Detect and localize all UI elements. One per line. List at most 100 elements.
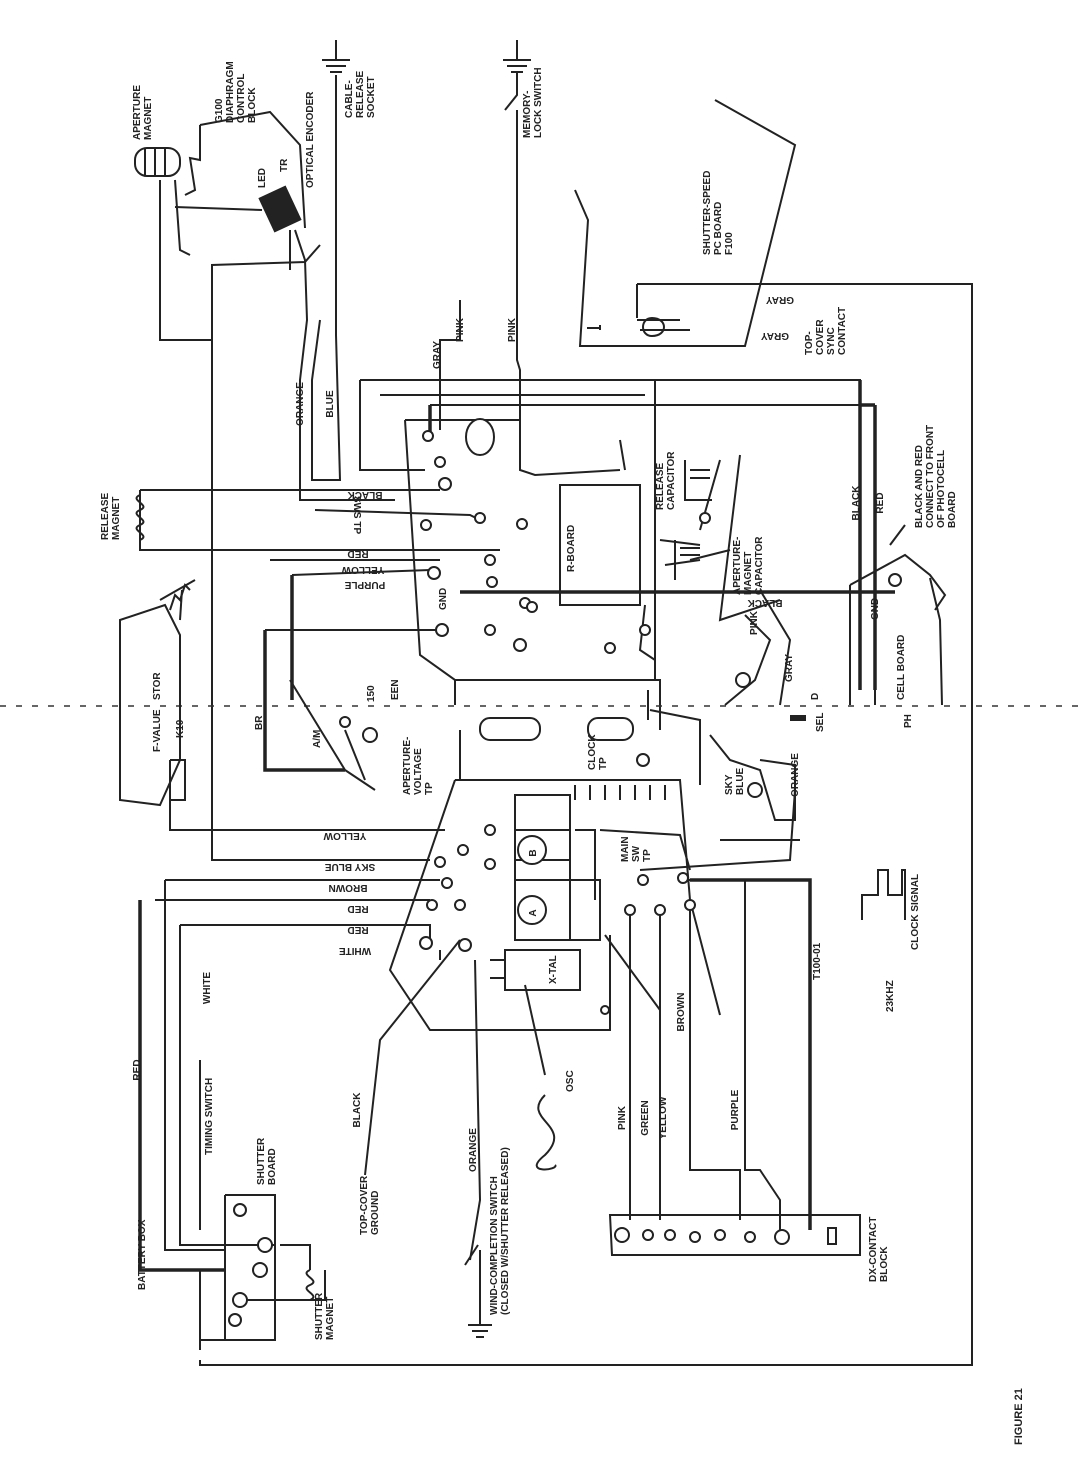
label-release-magnet: RELEASEMAGNET <box>100 492 122 540</box>
wire-label-red-left: RED <box>132 1059 143 1080</box>
optical-encoder-symbol <box>258 185 302 233</box>
pin-node <box>484 624 496 636</box>
pin-node <box>516 518 528 530</box>
label-timing-switch: TIMING SWITCH <box>204 1078 215 1155</box>
pin-node <box>457 844 469 856</box>
label-f-value: F-VALUE <box>152 709 163 752</box>
wire-label-red-right: RED <box>875 492 886 513</box>
label-pin-a: A <box>528 909 539 916</box>
pin-node <box>639 624 651 636</box>
pin-node <box>689 1231 701 1243</box>
pin-node <box>486 576 498 588</box>
pin-node <box>474 512 486 524</box>
pin-node <box>747 782 763 798</box>
label-led: LED <box>257 168 268 188</box>
label-clock-signal: CLOCK SIGNAL <box>910 874 921 950</box>
wire-label-black-right: BLACK <box>851 485 862 521</box>
label-gnd-1: GND <box>438 588 449 610</box>
label-cell-board: CELL BOARD <box>896 635 907 700</box>
wire-label-red-low-2: RED <box>347 924 368 935</box>
label-wind-completion: WIND-COMPLETION SWITCH(CLOSED W/SHUTTER … <box>489 1147 511 1315</box>
pin-node <box>257 1237 273 1253</box>
label-clock-tp: CLOCKTP <box>587 734 609 770</box>
pin-node <box>252 1262 268 1278</box>
label-tr: TR <box>279 158 290 172</box>
wire-label-orange-left: ORANGE <box>468 1128 479 1172</box>
label-pin-b: B <box>528 849 539 856</box>
component-labels: APERTUREMAGNET G100DIAPHRAGMCONTROLBLOCK… <box>100 61 958 1340</box>
figure-label: FIGURE 21 <box>1013 1388 1025 1445</box>
label-gnd-2: GND <box>870 598 881 620</box>
label-br: BR <box>254 715 265 730</box>
wire-color-labels: GRAY GRAY PINK PINK GRAY BLUE ORANGE BLA… <box>132 294 886 1172</box>
pin-node <box>600 1005 610 1015</box>
wire-label-yellow-bottom: YELLOW <box>658 1096 669 1139</box>
pin-node <box>744 1231 756 1243</box>
wire-label-black-board: BLACK <box>747 597 783 608</box>
components <box>134 147 902 1327</box>
mounting-slot <box>479 717 541 741</box>
pin-node <box>454 899 466 911</box>
wire-label-black-mid: BLACK <box>347 489 383 500</box>
aperture-magnet-symbol <box>134 147 181 177</box>
pin-node <box>339 716 351 728</box>
pin-node <box>888 573 902 587</box>
label-battery-box: BATTERY BOX <box>137 1219 148 1290</box>
pin-node <box>654 904 666 916</box>
wiring-lines <box>0 40 1080 1366</box>
wire-label-purple-bottom: PURPLE <box>730 1089 741 1130</box>
pin-node <box>526 601 538 613</box>
shutter-magnet-symbol <box>305 1269 315 1301</box>
pin-node <box>484 858 496 870</box>
wire-label-black-left: BLACK <box>352 1092 363 1128</box>
label-memory-lock: MEMORY-LOCK SWITCH <box>522 67 544 138</box>
label-stor: STOR <box>152 672 163 700</box>
label-xtal: X-TAL <box>548 955 559 984</box>
label-sws-tp: SWS TP <box>351 496 362 535</box>
label-een: EEN <box>390 679 401 700</box>
pin-node <box>484 554 496 566</box>
sel-terminal <box>790 715 806 721</box>
label-am: A/M <box>312 730 323 748</box>
pin-node <box>774 1229 790 1245</box>
pin-node <box>699 512 711 524</box>
wire-label-gray-board: GRAY <box>784 654 795 682</box>
wire-label-gray-mid: GRAY <box>432 341 443 369</box>
pin-node <box>484 824 496 836</box>
label-main-sw-tp: MAINSWTP <box>620 836 653 862</box>
label-aperture-magnet-capacitor: APERTURE-MAGNETCAPACITOR <box>732 536 765 595</box>
label-k10: K10 <box>175 719 186 738</box>
wire-label-pink-2: PINK <box>507 317 518 342</box>
label-t100: T100-01 <box>812 942 823 980</box>
pin-node <box>419 936 433 950</box>
pin-node <box>232 1292 248 1308</box>
pin-node <box>228 1313 242 1327</box>
label-top-cover-ground: TOP-COVERGROUND <box>359 1175 381 1235</box>
pin-node <box>426 899 438 911</box>
pin-node <box>714 1229 726 1241</box>
wire-label-pink-1: PINK <box>455 317 466 342</box>
pin-node <box>441 877 453 889</box>
pin-node <box>427 566 441 580</box>
label-cable-release: CABLE-RELEASESOCKET <box>344 70 377 118</box>
pin-node <box>513 638 527 652</box>
wire-label-pink-board: PINK <box>749 610 760 635</box>
contact-pad <box>827 1227 837 1245</box>
pin-node <box>642 1229 654 1241</box>
label-shutter-magnet: SHUTTERMAGNET <box>314 1292 336 1340</box>
label-top-cover-sync: TOP-COVERSYNCCONTACT <box>804 307 848 355</box>
label-r-board: R-BOARD <box>566 525 577 572</box>
mounting-slot <box>587 717 634 741</box>
pin-node <box>624 904 636 916</box>
label-aperture-voltage-tp: APERTURE-VOLTAGETP <box>402 737 435 795</box>
pin-node <box>233 1203 247 1217</box>
label-aperture-magnet: APERTUREMAGNET <box>132 85 154 140</box>
label-150: 150 <box>366 685 377 702</box>
wire-label-blue: BLUE <box>325 390 336 418</box>
mounting-slot <box>465 418 495 456</box>
pin-node <box>438 477 452 491</box>
pin-node <box>458 938 472 952</box>
wire-label-purple-mid: PURPLE <box>344 579 385 590</box>
pin-node <box>420 519 432 531</box>
label-release-capacitor: RELEASECAPACITOR <box>655 451 677 510</box>
